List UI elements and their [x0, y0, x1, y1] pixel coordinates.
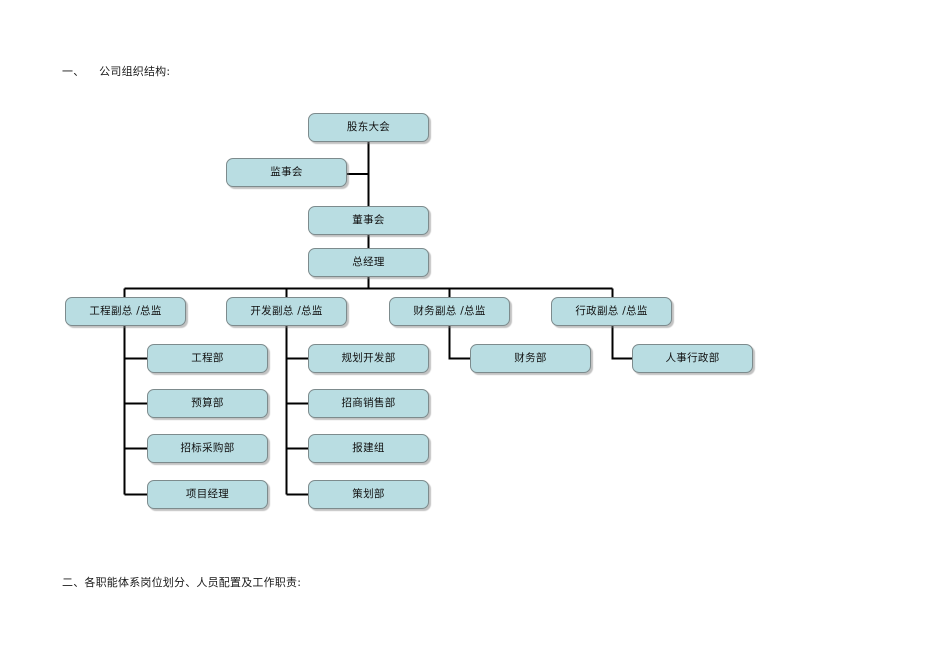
- node-hr-administration-department[interactable]: 人事行政部: [632, 344, 753, 373]
- node-label: 财务部: [514, 352, 547, 365]
- section-heading-job-responsibilities: 二、各职能体系岗位划分、人员配置及工作职责:: [62, 576, 302, 589]
- node-label: 工程副总 /总监: [89, 305, 162, 318]
- node-project-manager[interactable]: 项目经理: [147, 480, 268, 509]
- node-vp-administration[interactable]: 行政副总 /总监: [551, 297, 672, 326]
- node-construction-permit-group[interactable]: 报建组: [308, 434, 429, 463]
- node-label: 行政副总 /总监: [575, 305, 648, 318]
- node-label: 招商销售部: [341, 397, 396, 410]
- node-label: 开发副总 /总监: [250, 305, 323, 318]
- node-label: 总经理: [352, 256, 385, 269]
- node-budget-department[interactable]: 预算部: [147, 389, 268, 418]
- node-label: 项目经理: [185, 488, 230, 501]
- node-label: 规划开发部: [341, 352, 396, 365]
- node-label: 股东大会: [346, 121, 391, 134]
- node-investment-sales-department[interactable]: 招商销售部: [308, 389, 429, 418]
- node-label: 预算部: [191, 397, 224, 410]
- node-label: 监事会: [270, 166, 303, 179]
- node-general-manager[interactable]: 总经理: [308, 248, 429, 277]
- node-finance-department[interactable]: 财务部: [470, 344, 591, 373]
- node-engineering-department[interactable]: 工程部: [147, 344, 268, 373]
- section-heading-org-structure: 一、 公司组织结构:: [62, 65, 171, 78]
- node-vp-finance[interactable]: 财务副总 /总监: [389, 297, 510, 326]
- node-shareholders-meeting[interactable]: 股东大会: [308, 113, 429, 142]
- node-planning-development-department[interactable]: 规划开发部: [308, 344, 429, 373]
- node-label: 财务副总 /总监: [413, 305, 486, 318]
- node-label: 报建组: [352, 442, 385, 455]
- node-label: 人事行政部: [665, 352, 720, 365]
- node-label: 工程部: [191, 352, 224, 365]
- node-bidding-procurement-department[interactable]: 招标采购部: [147, 434, 268, 463]
- node-label: 招标采购部: [180, 442, 235, 455]
- node-label: 策划部: [352, 488, 385, 501]
- node-vp-engineering[interactable]: 工程副总 /总监: [65, 297, 186, 326]
- node-board-of-directors[interactable]: 董事会: [308, 206, 429, 235]
- node-label: 董事会: [352, 214, 385, 227]
- node-vp-development[interactable]: 开发副总 /总监: [226, 297, 347, 326]
- node-strategy-department[interactable]: 策划部: [308, 480, 429, 509]
- node-board-of-supervisors[interactable]: 监事会: [226, 158, 347, 187]
